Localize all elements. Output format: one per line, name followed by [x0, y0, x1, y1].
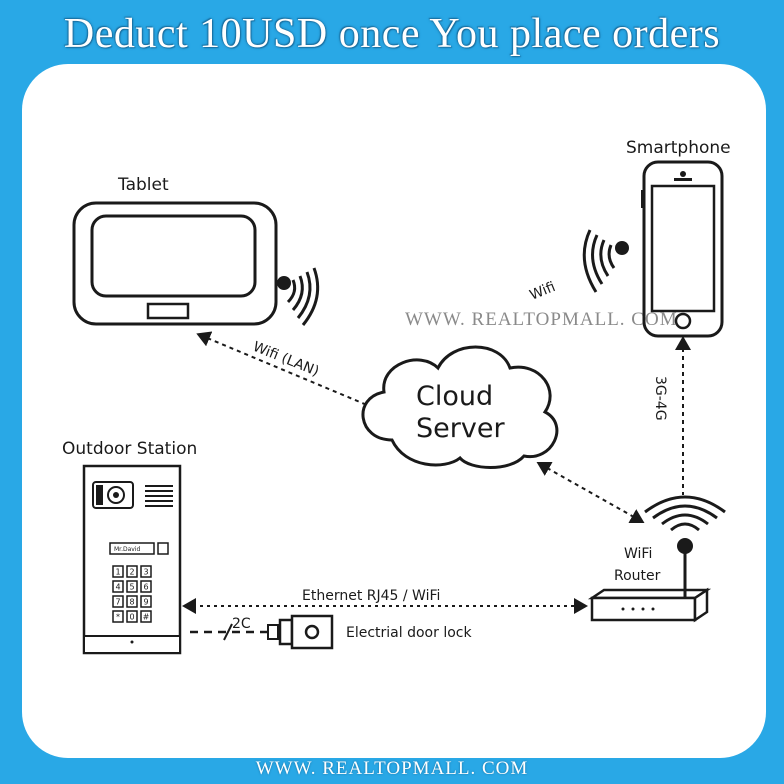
link-tablet-cloud	[196, 331, 368, 406]
keypad-key: 8	[126, 595, 138, 608]
link-label-phone-router: 3G-4G	[652, 376, 668, 421]
footer-watermark: WWW. REALTOPMALL. COM	[255, 758, 529, 779]
door-lock-icon	[267, 614, 334, 650]
svg-text:5: 5	[129, 583, 134, 592]
outdoor-station-label: Outdoor Station	[62, 439, 197, 459]
keypad-key: 0	[126, 610, 138, 623]
smartphone-label: Smartphone	[626, 138, 731, 158]
keypad-key: *	[112, 610, 124, 623]
keypad-key: 3	[140, 565, 152, 578]
svg-text:7: 7	[115, 598, 120, 607]
lock-wire-label: 2C	[232, 616, 251, 632]
smartphone-device	[641, 160, 724, 338]
cloud-server-shape	[361, 345, 559, 469]
keypad-key: 9	[140, 595, 152, 608]
svg-text:6: 6	[143, 583, 148, 592]
router-device	[587, 538, 712, 623]
link-cloud-router	[536, 461, 645, 524]
svg-text:9: 9	[143, 598, 148, 607]
svg-text:2: 2	[129, 568, 134, 577]
keypad-key: #	[140, 610, 152, 623]
svg-text:8: 8	[129, 598, 134, 607]
svg-text:0: 0	[129, 613, 134, 622]
keypad-key: 4	[112, 580, 124, 593]
svg-text:*: *	[116, 613, 120, 622]
tablet-label: Tablet	[117, 175, 169, 195]
svg-text:#: #	[143, 613, 150, 622]
tablet-device	[72, 201, 278, 326]
router-wifi-icon	[644, 495, 726, 532]
keypad-key: 5	[126, 580, 138, 593]
svg-text:1: 1	[115, 568, 120, 577]
lock-wire-tick	[223, 623, 233, 641]
keypad-key: 2	[126, 565, 138, 578]
router-label-line2: Router	[614, 568, 661, 584]
cloud-label-line1: Cloud	[416, 381, 493, 412]
keypad-key: 7	[112, 595, 124, 608]
link-label-station-router: Ethernet RJ45 / WiFi	[302, 588, 440, 604]
door-lock-label: Electrial door lock	[346, 625, 472, 641]
link-label-phone-cloud: Wifi	[528, 279, 558, 304]
smartphone-wifi-icon	[582, 229, 629, 293]
keypad-key: 6	[140, 580, 152, 593]
keypad-key: 1	[112, 565, 124, 578]
router-label-line1: WiFi	[624, 546, 652, 562]
tablet-wifi-icon	[277, 267, 320, 326]
watermark-middle: WWW. REALTOPMALL. COM	[405, 309, 678, 330]
svg-text:4: 4	[115, 583, 120, 592]
outdoor-station-device	[82, 464, 182, 655]
promo-banner: Deduct 10USD once You place orders	[63, 11, 721, 57]
svg-text:3: 3	[143, 568, 148, 577]
cloud-label-line2: Server	[416, 413, 505, 444]
link-label-tablet-cloud: Wifi (LAN)	[251, 339, 322, 380]
name-plate: Mr.David	[114, 546, 141, 553]
